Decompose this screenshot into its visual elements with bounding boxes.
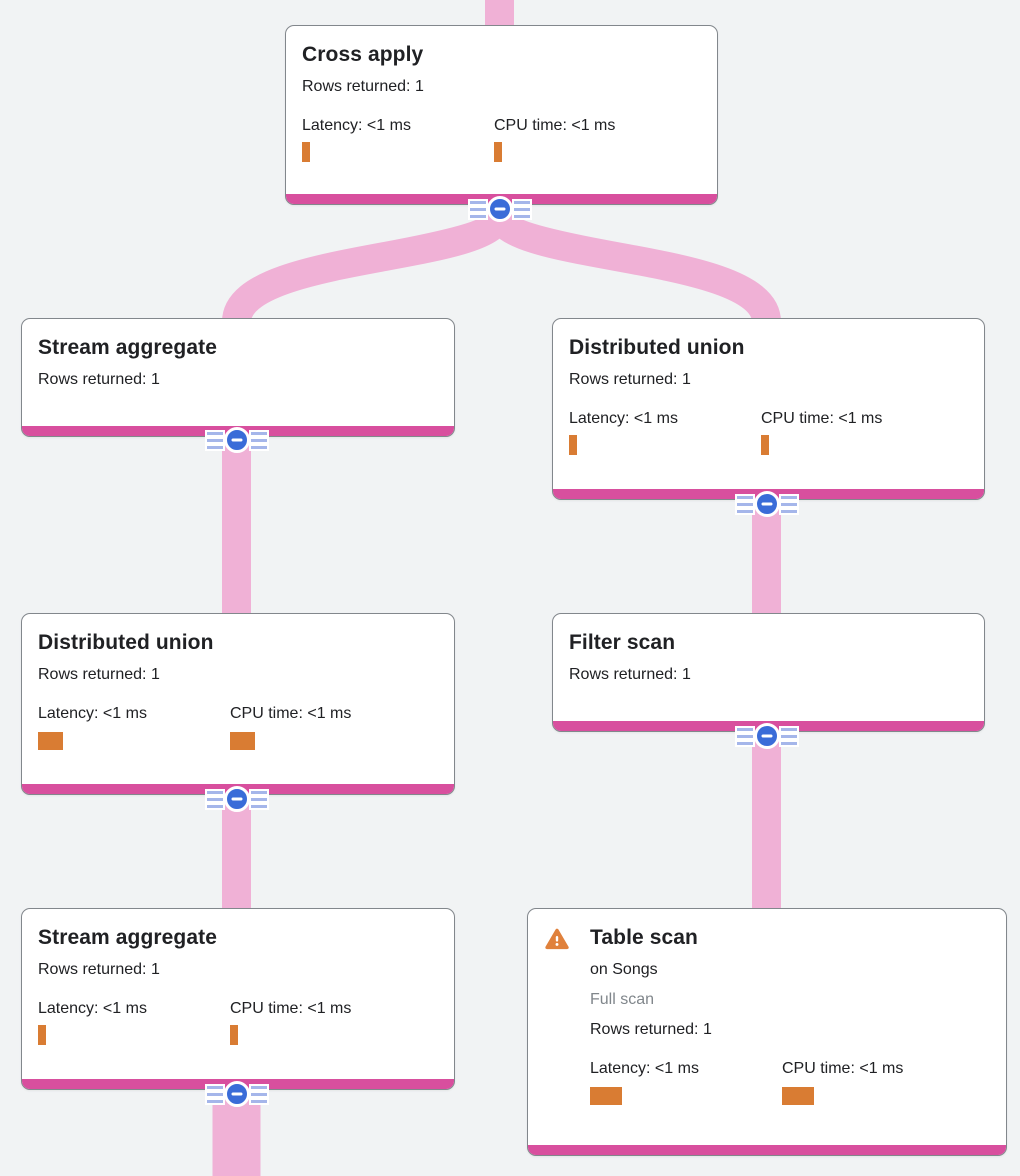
latency-bar xyxy=(302,142,310,162)
node-title: Filter scan xyxy=(569,631,676,654)
rows-returned: Rows returned: 1 xyxy=(569,666,691,683)
collapse-button-stream-aggregate-bottom[interactable] xyxy=(204,1081,269,1107)
minus-icon xyxy=(223,427,250,453)
rows-returned: Rows returned: 1 xyxy=(38,961,160,978)
collapse-button-distributed-union-right[interactable] xyxy=(734,491,799,517)
node-title: Cross apply xyxy=(302,43,424,66)
collapse-stripes-left xyxy=(204,788,225,810)
cpu-time-bar xyxy=(782,1087,814,1105)
scan-mode: Full scan xyxy=(590,991,655,1008)
node-title: Distributed union xyxy=(569,336,745,359)
node-title: Stream aggregate xyxy=(38,926,218,949)
collapse-stripes-left xyxy=(467,198,488,220)
edge-cross-apply-to-stream-aggregate-top xyxy=(222,209,514,325)
warning-icon xyxy=(545,928,569,950)
latency-bar xyxy=(38,1025,46,1045)
scan-target: on Songs xyxy=(590,961,658,978)
latency-bar xyxy=(38,732,63,750)
minus-icon xyxy=(223,1081,250,1107)
collapse-stripes-right xyxy=(511,198,532,220)
cpu-time-label: CPU time: <1 ms xyxy=(230,705,352,722)
collapse-button-cross-apply[interactable] xyxy=(467,196,532,222)
node-title: Distributed union xyxy=(38,631,214,654)
minus-icon xyxy=(223,786,250,812)
latency-label: Latency: <1 ms xyxy=(38,1000,147,1017)
collapse-button-stream-aggregate-top[interactable] xyxy=(204,427,269,453)
rows-returned: Rows returned: 1 xyxy=(302,78,424,95)
node-accent-bar xyxy=(528,1145,1006,1155)
cpu-time-label: CPU time: <1 ms xyxy=(782,1060,904,1077)
latency-metric: Latency: <1 ms xyxy=(590,1057,782,1105)
cpu-time-label: CPU time: <1 ms xyxy=(494,117,616,134)
cpu-time-bar xyxy=(230,732,255,750)
plan-node-filter-scan[interactable]: Filter scan Rows returned: 1 xyxy=(552,613,985,732)
cpu-time-label: CPU time: <1 ms xyxy=(230,1000,352,1017)
collapse-stripes-right xyxy=(778,725,799,747)
rows-returned: Rows returned: 1 xyxy=(38,666,160,683)
plan-node-stream-aggregate-bottom[interactable]: Stream aggregate Rows returned: 1 Latenc… xyxy=(21,908,455,1090)
latency-label: Latency: <1 ms xyxy=(590,1060,699,1077)
collapse-stripes-right xyxy=(778,493,799,515)
collapse-stripes-right xyxy=(248,1083,269,1105)
cpu-metric: CPU time: <1 ms xyxy=(230,997,422,1045)
cpu-time-bar xyxy=(761,435,769,455)
collapse-button-distributed-union-left[interactable] xyxy=(204,786,269,812)
latency-label: Latency: <1 ms xyxy=(569,410,678,427)
plan-node-table-scan[interactable]: Table scan on Songs Full scan Rows retur… xyxy=(527,908,1007,1156)
collapse-stripes-left xyxy=(734,725,755,747)
node-title: Table scan xyxy=(590,926,698,949)
node-title: Stream aggregate xyxy=(38,336,218,359)
collapse-button-filter-scan[interactable] xyxy=(734,723,799,749)
minus-icon xyxy=(486,196,513,222)
cpu-metric: CPU time: <1 ms xyxy=(761,407,953,455)
cpu-time-bar xyxy=(230,1025,238,1045)
plan-node-stream-aggregate-top[interactable]: Stream aggregate Rows returned: 1 xyxy=(21,318,455,437)
cpu-metric: CPU time: <1 ms xyxy=(494,114,686,162)
cpu-metric: CPU time: <1 ms xyxy=(230,702,422,750)
latency-label: Latency: <1 ms xyxy=(302,117,411,134)
plan-node-distributed-union-right[interactable]: Distributed union Rows returned: 1 Laten… xyxy=(552,318,985,500)
cpu-time-label: CPU time: <1 ms xyxy=(761,410,883,427)
latency-metric: Latency: <1 ms xyxy=(569,407,761,455)
minus-icon xyxy=(753,723,780,749)
latency-metric: Latency: <1 ms xyxy=(38,702,230,750)
collapse-stripes-right xyxy=(248,788,269,810)
latency-metric: Latency: <1 ms xyxy=(302,114,494,162)
collapse-stripes-left xyxy=(734,493,755,515)
rows-returned: Rows returned: 1 xyxy=(590,1021,712,1038)
latency-label: Latency: <1 ms xyxy=(38,705,147,722)
latency-bar xyxy=(590,1087,622,1105)
collapse-stripes-right xyxy=(248,429,269,451)
latency-metric: Latency: <1 ms xyxy=(38,997,230,1045)
cpu-time-bar xyxy=(494,142,502,162)
rows-returned: Rows returned: 1 xyxy=(569,371,691,388)
latency-bar xyxy=(569,435,577,455)
rows-returned: Rows returned: 1 xyxy=(38,371,160,388)
plan-node-distributed-union-left[interactable]: Distributed union Rows returned: 1 Laten… xyxy=(21,613,455,795)
edge-cross-apply-to-distributed-union-right xyxy=(485,209,781,325)
minus-icon xyxy=(753,491,780,517)
collapse-stripes-left xyxy=(204,1083,225,1105)
cpu-metric: CPU time: <1 ms xyxy=(782,1057,974,1105)
plan-node-cross-apply[interactable]: Cross apply Rows returned: 1 Latency: <1… xyxy=(285,25,718,205)
collapse-stripes-left xyxy=(204,429,225,451)
